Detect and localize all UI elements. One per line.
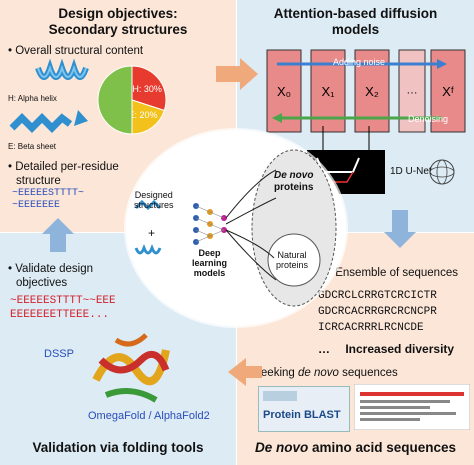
helix-label: H: Alpha helix — [8, 94, 57, 103]
structure-content-graphic: H: 30% E: 20% — [9, 58, 167, 135]
alpha-helix-icon — [35, 58, 89, 80]
folding-tools-label: OmegaFold / AlphaFold2 — [88, 410, 210, 422]
sheet-label: E: Beta sheet — [8, 142, 57, 151]
state-label-0: X₀ — [277, 84, 291, 99]
diffusion-title: Attention-based diffusion models — [237, 6, 474, 38]
ensemble-dots: … — [318, 342, 330, 356]
diffusion-title-line1: Attention-based diffusion — [273, 6, 438, 21]
pie-slice-1 — [131, 99, 165, 135]
seeking-italic: de novo — [298, 367, 339, 379]
denoising-label: Denoising — [408, 114, 449, 124]
adding-noise-label: Adding noise — [333, 57, 386, 67]
diffusion-title-line2: models — [331, 22, 380, 37]
unet-label: 1D U-Net — [390, 166, 432, 177]
designed-sheet-icon — [134, 199, 162, 211]
left-arrow — [228, 358, 262, 386]
center-diagram — [134, 149, 337, 307]
pie-label-0: H: 30% — [132, 84, 162, 94]
ensemble-text: Ensemble of sequences — [335, 267, 458, 279]
blast-results-image — [354, 384, 470, 430]
deep-line1: Deep — [198, 248, 221, 258]
ensemble-seq-2: GDCRCACRRGRCRCNCPR — [318, 306, 437, 318]
neural-network-icon — [193, 203, 227, 245]
designed-structures-label: Designed structures — [134, 190, 174, 210]
per-residue-bullet: • Detailed per-residue structure — [8, 161, 119, 187]
dssp-label: DSSP — [44, 348, 74, 360]
validated-seq-line1: ~EEEEESTTTT~~EEE — [10, 295, 116, 307]
natural-line1: Natural — [277, 250, 307, 260]
deep-learning-label: Deep learning models — [192, 248, 227, 278]
validation-title: Validation via folding tools — [32, 440, 204, 455]
per-residue-seq-line2: ~EEEEEEE — [12, 200, 61, 211]
seeking-suffix: sequences — [338, 367, 398, 379]
de-novo-line2: proteins — [274, 182, 314, 193]
structure-pie-chart: H: 30% E: 20% — [97, 65, 167, 135]
design-objectives-title: Design objectives: Secondary structures — [0, 6, 236, 38]
design-objectives-title-line2: Secondary structures — [48, 22, 188, 37]
overall-content-text: Overall structural content — [15, 45, 144, 57]
pie-slice-0 — [131, 65, 167, 112]
diversity-line: … Increased diversity — [318, 342, 454, 356]
ensemble-seq-3: ICRCACRRRLRCNCDE — [318, 322, 424, 334]
designed-line1: Designed — [134, 190, 173, 200]
overall-content-bullet: • Overall structural content — [8, 45, 144, 57]
validated-seq-line2: EEEEEEETTEEE... — [10, 309, 110, 321]
up-arrow — [42, 218, 74, 252]
design-objectives-title-line1: Design objectives: — [58, 6, 178, 21]
validated-sequence: ~EEEEESTTTT~~EEE EEEEEEETTEEE... — [10, 294, 116, 322]
plus-sign: + — [148, 226, 156, 240]
de-novo-proteins-label: De novo proteins — [274, 170, 313, 194]
validate-text-line2: objectives — [16, 277, 68, 289]
validate-bullet: • Validate design objectives — [8, 263, 94, 289]
designed-helix-icon — [134, 243, 162, 255]
natural-line2: proteins — [276, 260, 309, 270]
de-novo-title: De novo amino acid sequences — [237, 440, 474, 456]
pie-slice-2 — [97, 65, 133, 135]
protein-blast-image: Protein BLAST — [258, 386, 350, 432]
protein-blast-label: Protein BLAST — [263, 409, 341, 421]
folded-protein-image — [92, 333, 170, 403]
down-arrow — [384, 210, 416, 248]
state-label-1: X₁ — [321, 84, 335, 99]
validate-text-line1: Validate design — [15, 263, 94, 275]
natural-proteins-circle — [267, 233, 321, 287]
deep-line3: models — [193, 268, 226, 278]
designed-line2: structures — [134, 200, 174, 210]
seeking-bullet: • Seeking de novo sequences — [246, 366, 398, 380]
beta-sheet-icon — [9, 110, 88, 133]
state-label-4: Xᶠ — [442, 84, 454, 99]
per-residue-sequence: ~EEEEESTTTT~ ~EEEEEEE — [12, 188, 84, 212]
state-label-3: ··· — [407, 87, 418, 99]
right-arrow — [216, 58, 258, 90]
per-residue-seq-line1: ~EEEEESTTTT~ — [12, 188, 85, 199]
natural-proteins-label: Natural proteins — [276, 250, 308, 270]
per-residue-text-line1: Detailed per-residue — [15, 161, 119, 173]
de-novo-title-rest: amino acid sequences — [308, 440, 457, 455]
de-novo-title-italic: De novo — [254, 440, 309, 455]
diversity-text: Increased diversity — [345, 342, 455, 356]
seeking-prefix: Seeking — [253, 367, 298, 379]
state-label-2: X₂ — [365, 84, 379, 99]
pie-label-1: E: 20% — [128, 110, 157, 120]
de-novo-line1: De novo — [274, 170, 314, 181]
ensemble-sequences: GDCRCLCRRGTCRCICTR GDCRCACRRGRCRCNCPR IC… — [318, 288, 437, 336]
per-residue-text-line2: structure — [16, 175, 61, 187]
ensemble-seq-1: GDCRCLCRRGTCRCICTR — [318, 290, 437, 302]
deep-line2: learning — [192, 258, 228, 268]
